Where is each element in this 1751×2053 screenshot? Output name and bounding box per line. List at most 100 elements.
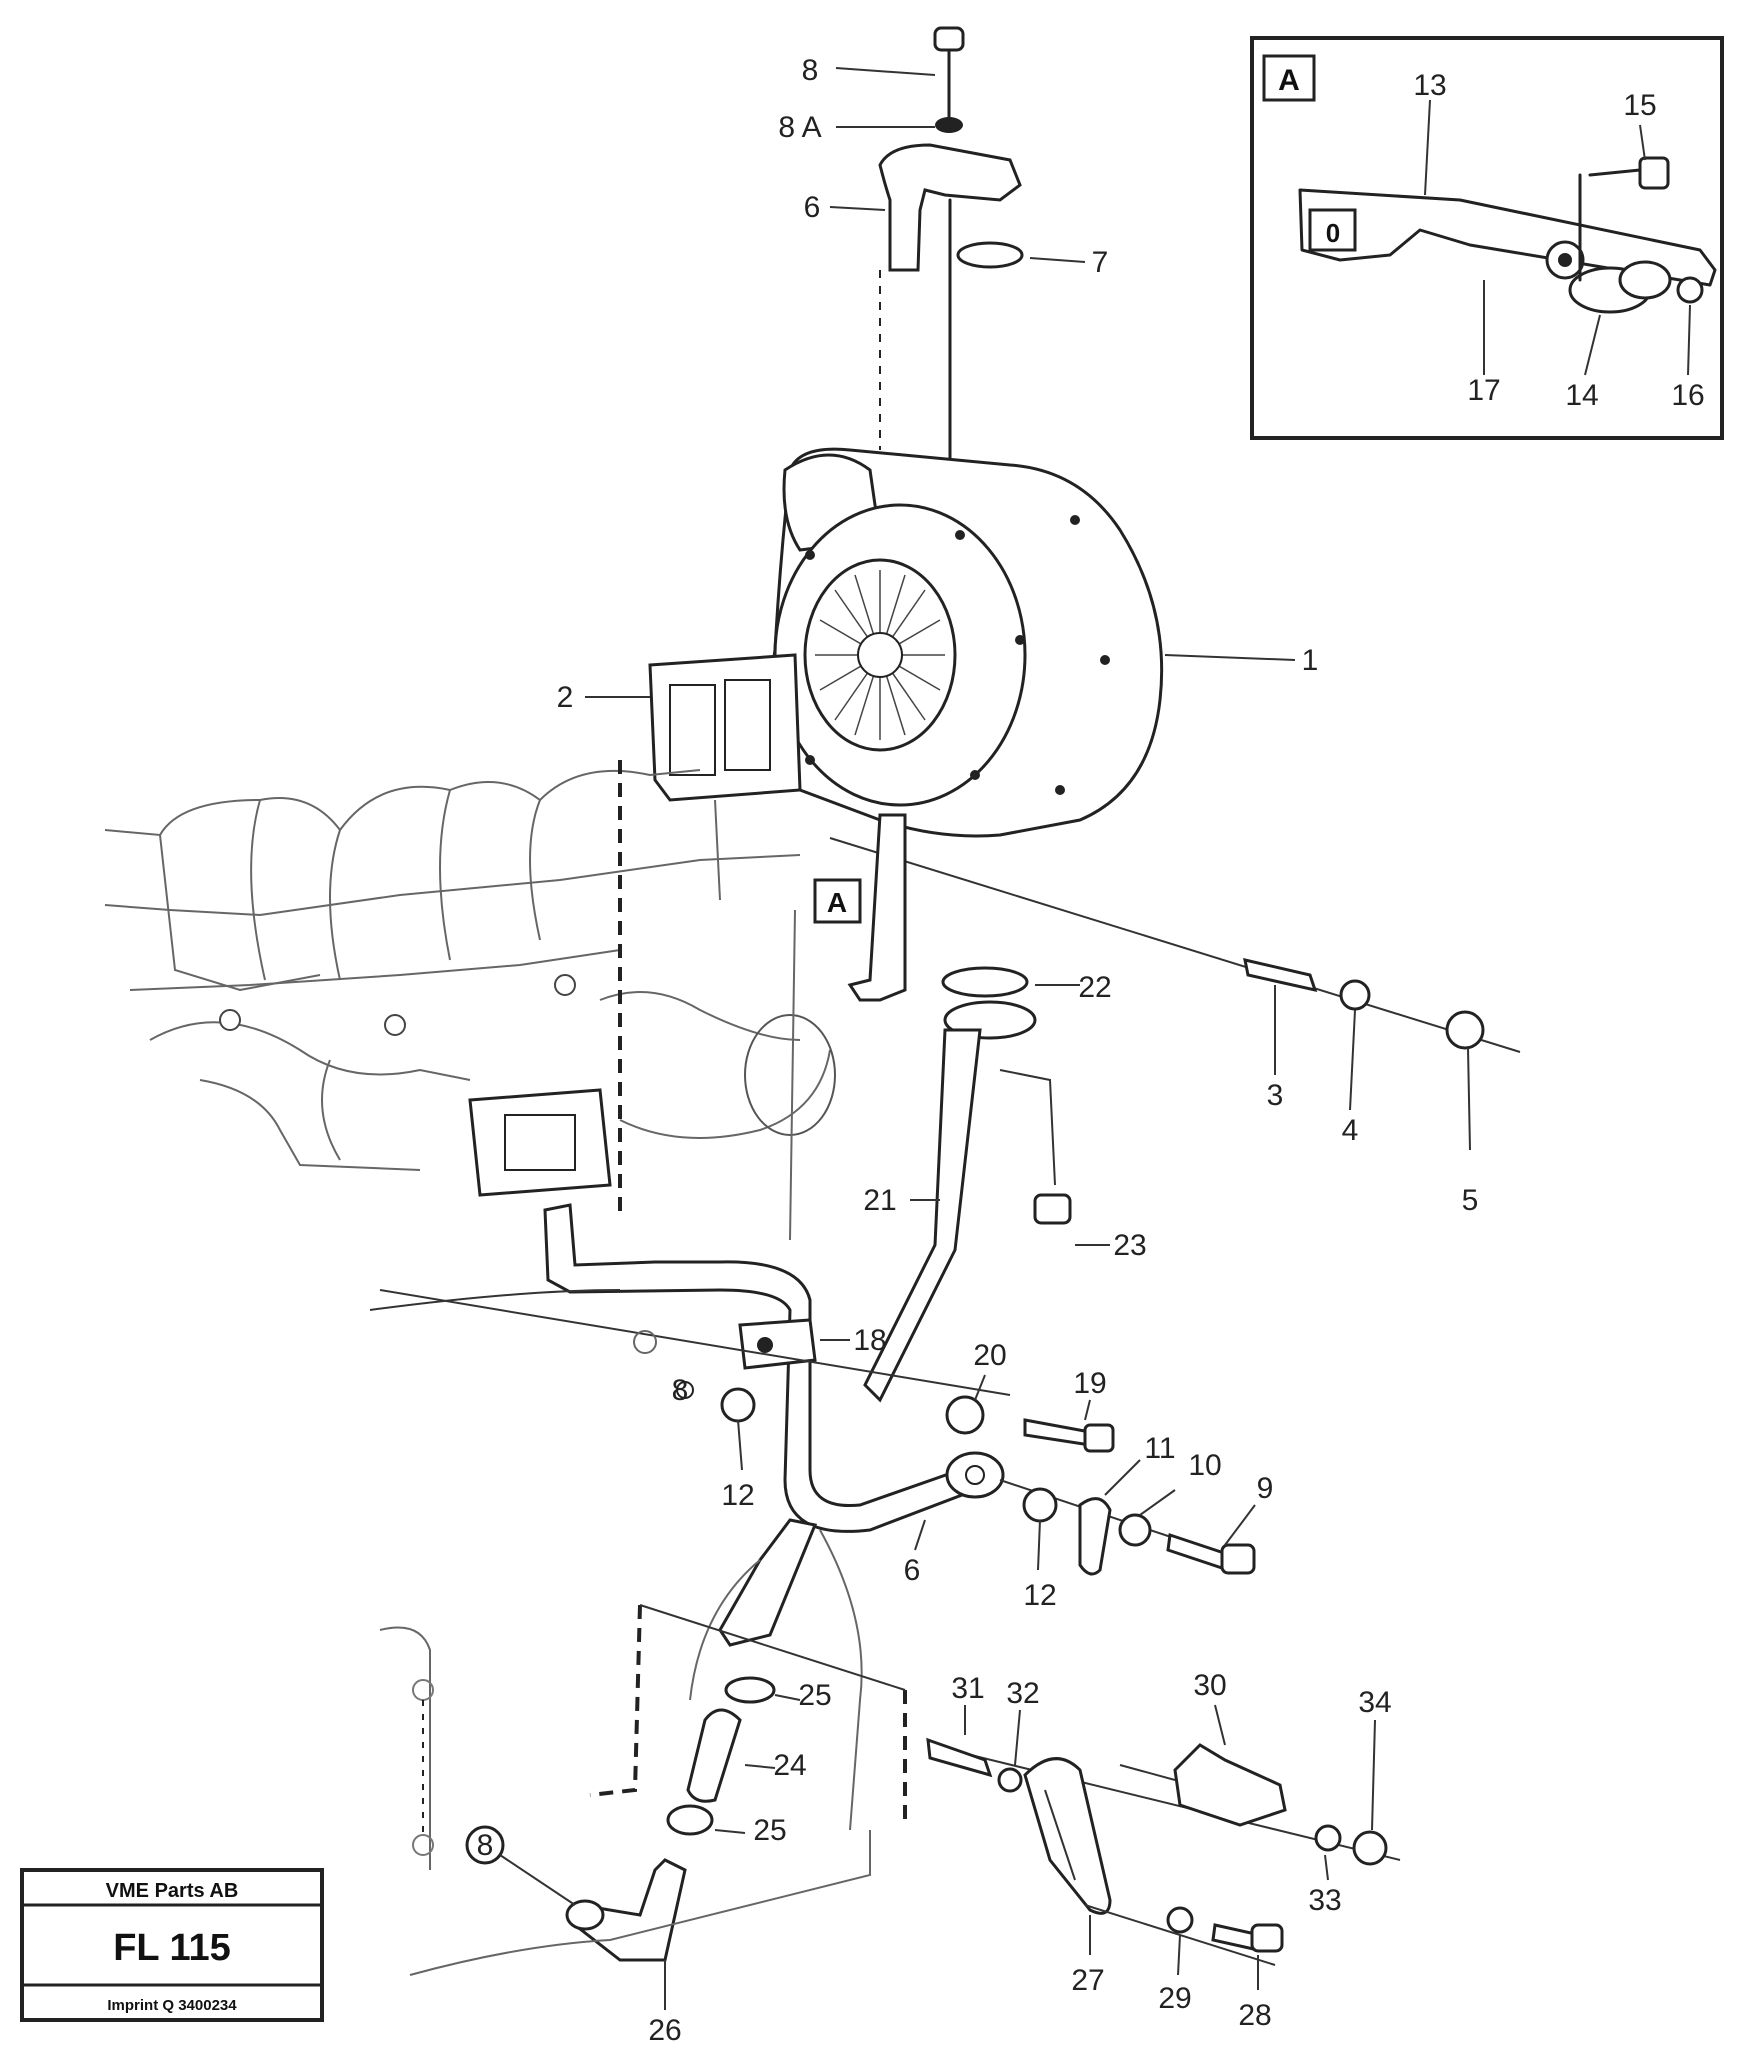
ghost-hole-2 [412, 1834, 434, 1856]
washer-10 [1118, 1513, 1152, 1547]
leader-7 [1029, 257, 1086, 263]
clip-25-lower [666, 1804, 714, 1836]
gasket-7 [956, 241, 1024, 269]
gasket-22 [941, 966, 1029, 998]
gasket-2-port-left [669, 684, 716, 776]
manifold-top-contour [104, 769, 701, 837]
manifold-bottom-contour [149, 1021, 471, 1081]
washer-4 [1339, 979, 1371, 1011]
inset-tag: A [1278, 64, 1300, 97]
callout-19: 19 [1073, 1367, 1106, 1400]
leader-19 [1084, 1399, 1091, 1421]
clamp-30 [1173, 1743, 1287, 1827]
leader-20 [974, 1374, 986, 1401]
hose-24 [686, 1708, 742, 1803]
bolt-9-head [1220, 1543, 1256, 1575]
manifold-bolt-3 [554, 974, 576, 996]
callout-13: 13 [1413, 69, 1446, 102]
leader-16 [1687, 304, 1691, 376]
washer-ghost [633, 1330, 657, 1354]
callout-8-lower: 8 [477, 1829, 494, 1862]
callout-31: 31 [951, 1672, 984, 1705]
title-block: VME Parts AB FL 115 Imprint Q 3400234 [20, 1868, 324, 2022]
turbocharger-1: 1 [769, 447, 1319, 838]
leader-9 [1224, 1504, 1256, 1546]
base-rail [409, 1830, 871, 1976]
lower-hose-assembly: 25 24 25 8 26 [379, 1518, 907, 2047]
manifold-base [199, 1079, 421, 1171]
leader-14 [1584, 314, 1601, 376]
callout-34: 34 [1358, 1686, 1391, 1719]
port-1 [321, 1059, 341, 1161]
leader-24 [744, 1764, 776, 1769]
clamp-30-link [1119, 1764, 1176, 1781]
callout-1: 1 [1302, 644, 1319, 677]
title-footer: Imprint Q 3400234 [107, 1997, 237, 2014]
nut-5 [1445, 1010, 1485, 1050]
view-a-marker-label: A [827, 887, 847, 918]
leader-33 [1324, 1854, 1329, 1881]
callout-18: 18 [853, 1324, 886, 1357]
runner-1 [250, 799, 266, 981]
callout-6-lower: 6 [904, 1554, 921, 1587]
plate-11 [1078, 1497, 1112, 1576]
leader-34 [1371, 1719, 1376, 1831]
runner-2 [329, 829, 341, 981]
leader-12-left [737, 1419, 743, 1471]
callout-33: 33 [1308, 1884, 1341, 1917]
bolt-8-head [933, 26, 965, 52]
axis-line-elbow [499, 1854, 576, 1906]
axis-line-lower [639, 1604, 906, 1691]
view-a-marker-box[interactable] [813, 878, 862, 924]
washer-8a [935, 117, 963, 133]
callout-6-top: 6 [804, 191, 821, 224]
callout-21: 21 [863, 1184, 896, 1217]
inset-frame [1250, 36, 1724, 440]
leader-6-lower [914, 1519, 926, 1551]
axis-line-clamp [379, 1289, 1011, 1396]
washer-8-lower [465, 1825, 505, 1865]
turbo-drain-outlet [847, 813, 907, 1002]
callout-32: 32 [1006, 1677, 1039, 1710]
leader-15 [1639, 124, 1646, 161]
manifold-mid-line [104, 854, 801, 917]
leader-13 [1424, 99, 1431, 196]
axis-line-left [369, 1289, 621, 1311]
callout-9: 9 [1257, 1472, 1274, 1505]
washer-20 [945, 1395, 985, 1435]
manifold-outlet-port [504, 1114, 576, 1171]
callout-17: 17 [1467, 374, 1500, 407]
stand-outline-right [819, 1529, 863, 1831]
leader-11 [1104, 1459, 1141, 1496]
leader-25-upper [774, 1694, 801, 1701]
title-code: FL 115 [113, 1927, 231, 1969]
stud-line-a [789, 909, 796, 1241]
leader-5 [1467, 1047, 1471, 1151]
stud-line-left [714, 799, 721, 901]
return-pipe-21: 22 21 23 [847, 813, 1147, 1403]
bolt-23-head [1033, 1193, 1072, 1225]
elbow-26-body [573, 1858, 687, 1962]
clamp-18 [738, 1318, 817, 1370]
inset-part-box [1308, 208, 1357, 252]
clip-25-upper [724, 1676, 776, 1704]
bolt-31 [926, 1737, 993, 1778]
manifold-right-body [599, 991, 801, 1041]
pipe-6-lower-body [543, 1203, 978, 1533]
housing-bolts [805, 515, 1110, 795]
manifold-end-flange [744, 1014, 836, 1136]
axis-line-3-5 [829, 837, 1521, 1053]
nut-17-hole [1558, 253, 1572, 267]
bracket-27-slot [1044, 1789, 1076, 1881]
bracket-27 [1023, 1757, 1112, 1915]
leader-10 [1139, 1489, 1176, 1516]
bolt-15-shank [1588, 168, 1642, 177]
bolt-15-head [1638, 156, 1670, 190]
bolt-19-shank [1023, 1418, 1092, 1447]
runner-3 [439, 789, 451, 961]
callout-5: 5 [1462, 1184, 1479, 1217]
washer-29 [1166, 1906, 1194, 1934]
top-oil-pipe-assembly: 8 8 A 6 7 [778, 26, 1108, 467]
stud-3 [1243, 958, 1318, 993]
compressor-nut [857, 632, 903, 678]
